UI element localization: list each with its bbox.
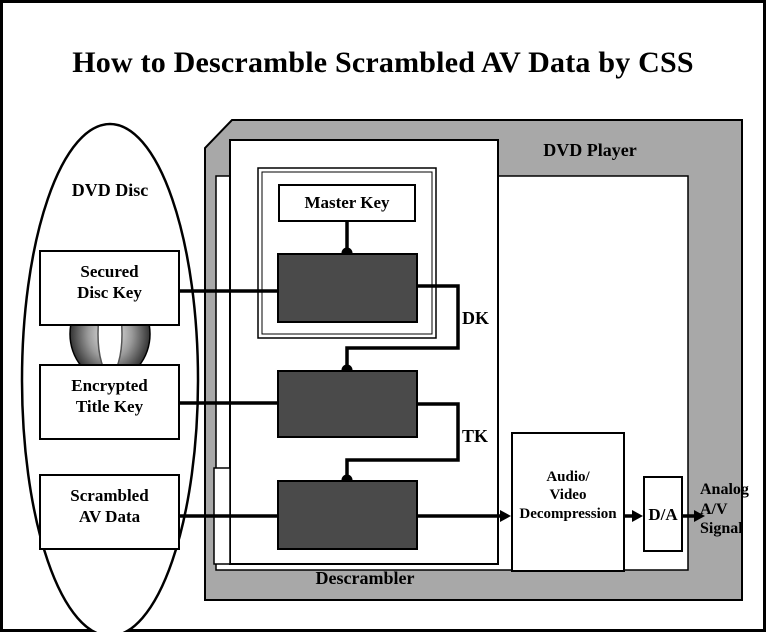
secured-disc-key-box: Secured Disc Key: [39, 250, 180, 326]
master-key-frame-inner: [261, 171, 433, 335]
title-key-decrypt-block: [277, 370, 418, 438]
disc-key-decrypt-block: [277, 253, 418, 323]
encrypted-title-key-box: Encrypted Title Key: [39, 364, 180, 440]
descrambler-label: Descrambler: [315, 568, 415, 588]
master-key-box: Master Key: [278, 184, 416, 222]
da-label: D/A: [648, 505, 678, 524]
da-box: D/A: [643, 476, 683, 552]
dvd-player-label: DVD Player: [543, 140, 637, 160]
decompression-label: Audio/ Video Decompression: [519, 469, 617, 522]
dk-label: DK: [462, 308, 489, 328]
scrambled-av-data-label: Scrambled AV Data: [70, 486, 149, 526]
descramble-block: [277, 480, 418, 550]
tk-label: TK: [462, 426, 489, 446]
secured-disc-key-label: Secured Disc Key: [77, 262, 142, 302]
arrow-to-decompression: [500, 510, 511, 522]
diagram-title: How to Descramble Scrambled AV Data by C…: [72, 46, 694, 79]
analog-output-label: Analog A/V Signal: [700, 481, 749, 538]
dk-link: [345, 284, 460, 370]
master-key-label: Master Key: [304, 193, 390, 212]
arrow-to-da: [632, 510, 643, 522]
scrambled-av-data-box: Scrambled AV Data: [39, 474, 180, 550]
decompression-box: Audio/ Video Decompression: [511, 432, 625, 572]
encrypted-title-key-label: Encrypted Title Key: [71, 376, 148, 416]
dvd-disc-label: DVD Disc: [71, 180, 149, 200]
arrow-to-output: [694, 510, 705, 522]
tk-link: [345, 402, 460, 480]
